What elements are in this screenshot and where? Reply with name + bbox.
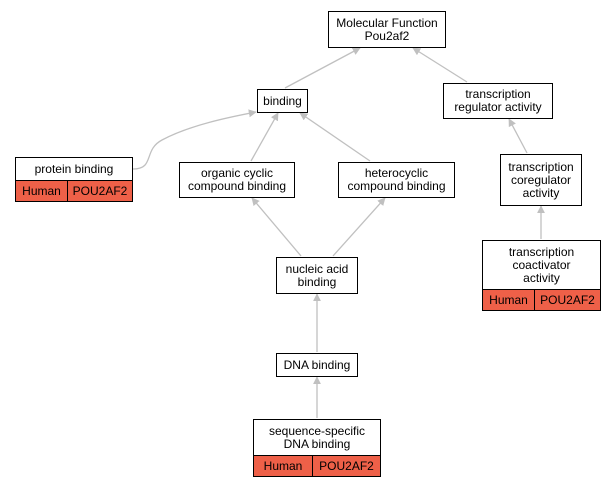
node-label-line: protein binding bbox=[34, 161, 114, 176]
edge-nucleic-acid-binding-to-organic-cyclic-compound-binding bbox=[251, 197, 302, 257]
node-label-line: transcription bbox=[508, 245, 575, 259]
node-label-line: sequence-specific bbox=[268, 424, 366, 438]
annotation-species: Human bbox=[15, 180, 68, 202]
node-label-line: transcription bbox=[508, 159, 574, 174]
annotation-row: Human POU2AF2 bbox=[482, 289, 601, 311]
node-label-line: organic cyclic bbox=[200, 166, 273, 180]
node-binding[interactable]: binding bbox=[257, 89, 308, 113]
edge-transcription-coregulator-activity-to-transcription-regulator-activity bbox=[508, 118, 528, 154]
node-label-line: activity bbox=[522, 185, 560, 200]
node-transcription-regulator-activity[interactable]: transcription regulator activity bbox=[443, 83, 553, 119]
node-label-line: activity bbox=[523, 271, 560, 285]
node-label-line: compound binding bbox=[347, 179, 446, 193]
edge-binding-to-molecular-function bbox=[284, 47, 361, 89]
node-label-line: coregulator bbox=[510, 172, 572, 187]
node-label-line: coactivator bbox=[512, 258, 571, 272]
node-protein-binding[interactable]: protein binding Human POU2AF2 bbox=[15, 157, 133, 202]
node-label-line: Molecular Function bbox=[336, 15, 438, 30]
edge-nucleic-acid-binding-to-heterocyclic-compound-binding bbox=[332, 197, 386, 257]
node-label-line: DNA binding bbox=[283, 357, 351, 372]
edge-protein-binding-to-binding bbox=[132, 109, 257, 170]
node-transcription-coactivator-activity[interactable]: transcription coactivator activity Human… bbox=[482, 240, 601, 311]
annotation-gene: POU2AF2 bbox=[67, 180, 133, 202]
node-nucleic-acid-binding[interactable]: nucleic acid binding bbox=[276, 257, 358, 294]
node-sequence-specific-dna-binding[interactable]: sequence-specific DNA binding Human POU2… bbox=[253, 419, 381, 477]
annotation-gene: POU2AF2 bbox=[534, 289, 601, 311]
node-dna-binding[interactable]: DNA binding bbox=[276, 353, 358, 377]
node-label-line: regulator activity bbox=[454, 100, 542, 114]
annotation-row: Human POU2AF2 bbox=[253, 455, 381, 477]
node-label-line: nucleic acid bbox=[285, 261, 349, 276]
edge-transcription-regulator-activity-to-molecular-function bbox=[412, 47, 468, 83]
annotation-gene: POU2AF2 bbox=[312, 455, 381, 477]
node-label-line: binding bbox=[263, 93, 302, 108]
node-label-line: heterocyclic bbox=[364, 166, 429, 180]
node-label-line: binding bbox=[297, 274, 337, 289]
node-label-line: DNA binding bbox=[283, 437, 351, 451]
annotation-species: Human bbox=[482, 289, 535, 311]
node-heterocyclic-compound-binding[interactable]: heterocyclic compound binding bbox=[338, 162, 455, 198]
node-molecular-function[interactable]: Molecular Function Pou2af2 bbox=[328, 11, 446, 48]
annotation-species: Human bbox=[253, 455, 313, 477]
node-transcription-coregulator-activity[interactable]: transcription coregulator activity bbox=[500, 154, 582, 206]
node-label-line: compound binding bbox=[187, 179, 287, 193]
node-label-line: transcription bbox=[465, 87, 531, 101]
annotation-row: Human POU2AF2 bbox=[15, 180, 133, 202]
edge-heterocyclic-compound-binding-to-binding bbox=[299, 112, 371, 162]
node-label-line: Pou2af2 bbox=[364, 28, 410, 43]
edge-organic-cyclic-compound-binding-to-binding bbox=[250, 112, 279, 162]
node-organic-cyclic-compound-binding[interactable]: organic cyclic compound binding bbox=[179, 162, 295, 198]
